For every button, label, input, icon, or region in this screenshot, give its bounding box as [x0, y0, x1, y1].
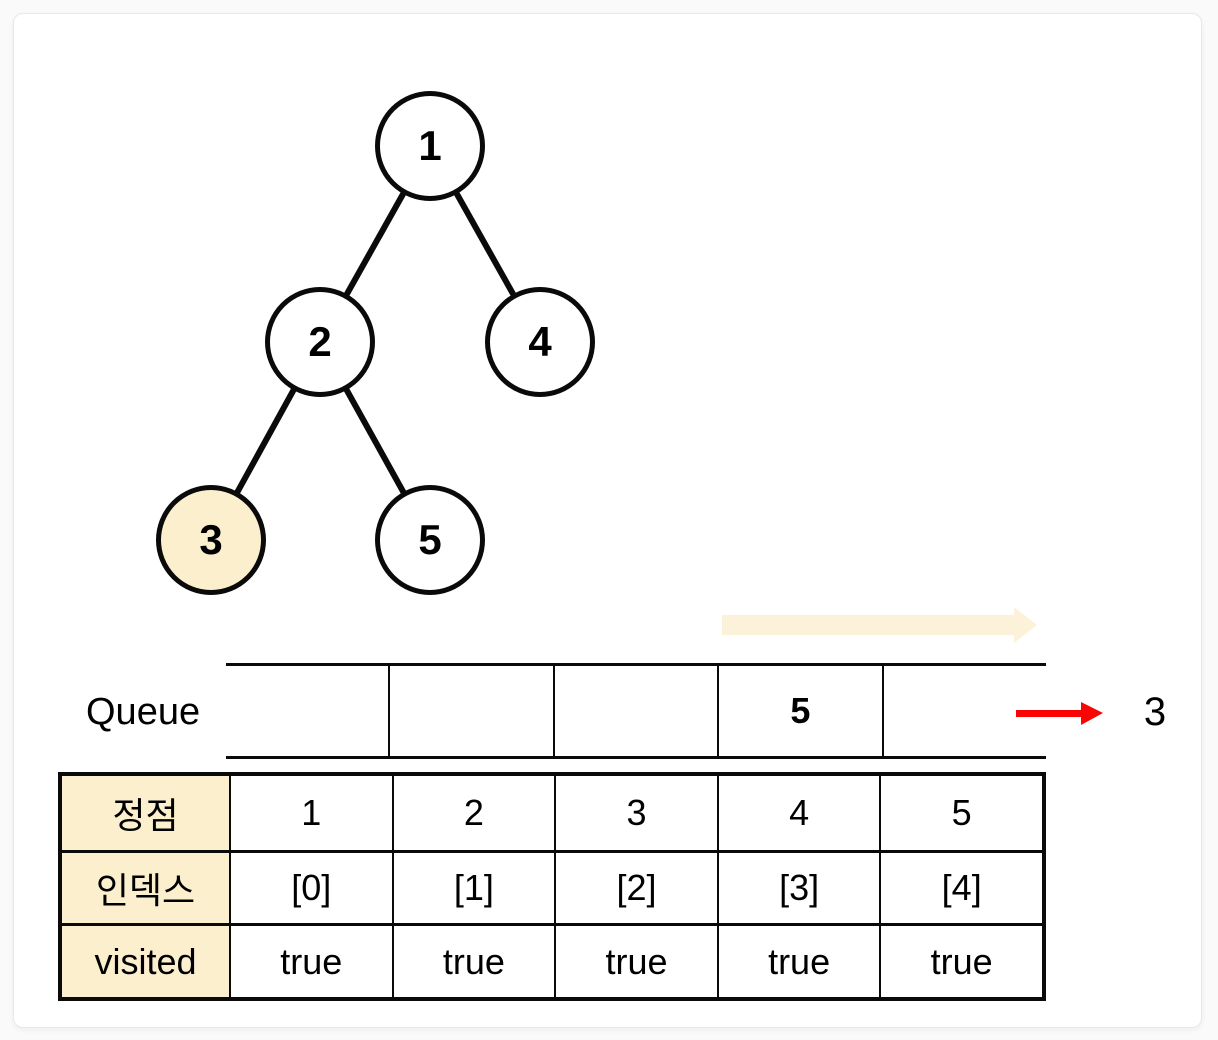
vertex-cell-4: 4 [716, 776, 880, 850]
tree-node-5-label: 5 [418, 516, 442, 563]
tree-node-3-label: 3 [199, 516, 223, 563]
visited-table: 정점 1 2 3 4 5 인덱스 [0] [1] [2] [3] [4] vis… [58, 772, 1046, 1001]
tree-node-2: 2 [265, 287, 375, 397]
index-cell-2: [2] [554, 849, 717, 924]
tree-node-1: 1 [375, 91, 485, 201]
vertex-cell-1: 1 [229, 776, 392, 850]
visited-cell-4: true [716, 923, 880, 997]
visited-cell-3: true [554, 923, 717, 997]
queue-cell-2 [552, 666, 717, 756]
table-header-vertex: 정점 [62, 776, 229, 850]
table-header-index: 인덱스 [62, 849, 229, 924]
index-cell-3: [3] [716, 849, 880, 924]
vertex-cell-2: 2 [391, 776, 555, 850]
tree-node-1-label: 1 [418, 122, 442, 169]
queue-cell-3: 5 [717, 666, 881, 756]
vertex-cell-5: 5 [879, 776, 1042, 850]
queue-cell-1 [388, 666, 552, 756]
queue-strip: 5 [226, 663, 1046, 759]
tree-node-4: 4 [485, 287, 595, 397]
index-cell-1: [1] [391, 849, 555, 924]
tree-node-2-label: 2 [308, 318, 332, 365]
tree-node-3-highlighted: 3 [156, 485, 266, 595]
tree-node-5: 5 [375, 485, 485, 595]
queue-cell-4 [881, 666, 1046, 756]
visited-cell-5: true [879, 923, 1042, 997]
vertex-cell-3: 3 [554, 776, 717, 850]
queue-cell-0 [226, 666, 388, 756]
index-cell-4: [4] [879, 849, 1042, 924]
visited-cell-1: true [229, 923, 392, 997]
dequeued-value: 3 [1143, 690, 1167, 734]
queue-label: Queue [86, 691, 201, 733]
index-cell-0: [0] [229, 849, 392, 924]
table-header-visited: visited [62, 923, 229, 997]
visited-cell-2: true [391, 923, 555, 997]
tree-node-4-label: 4 [528, 318, 552, 365]
